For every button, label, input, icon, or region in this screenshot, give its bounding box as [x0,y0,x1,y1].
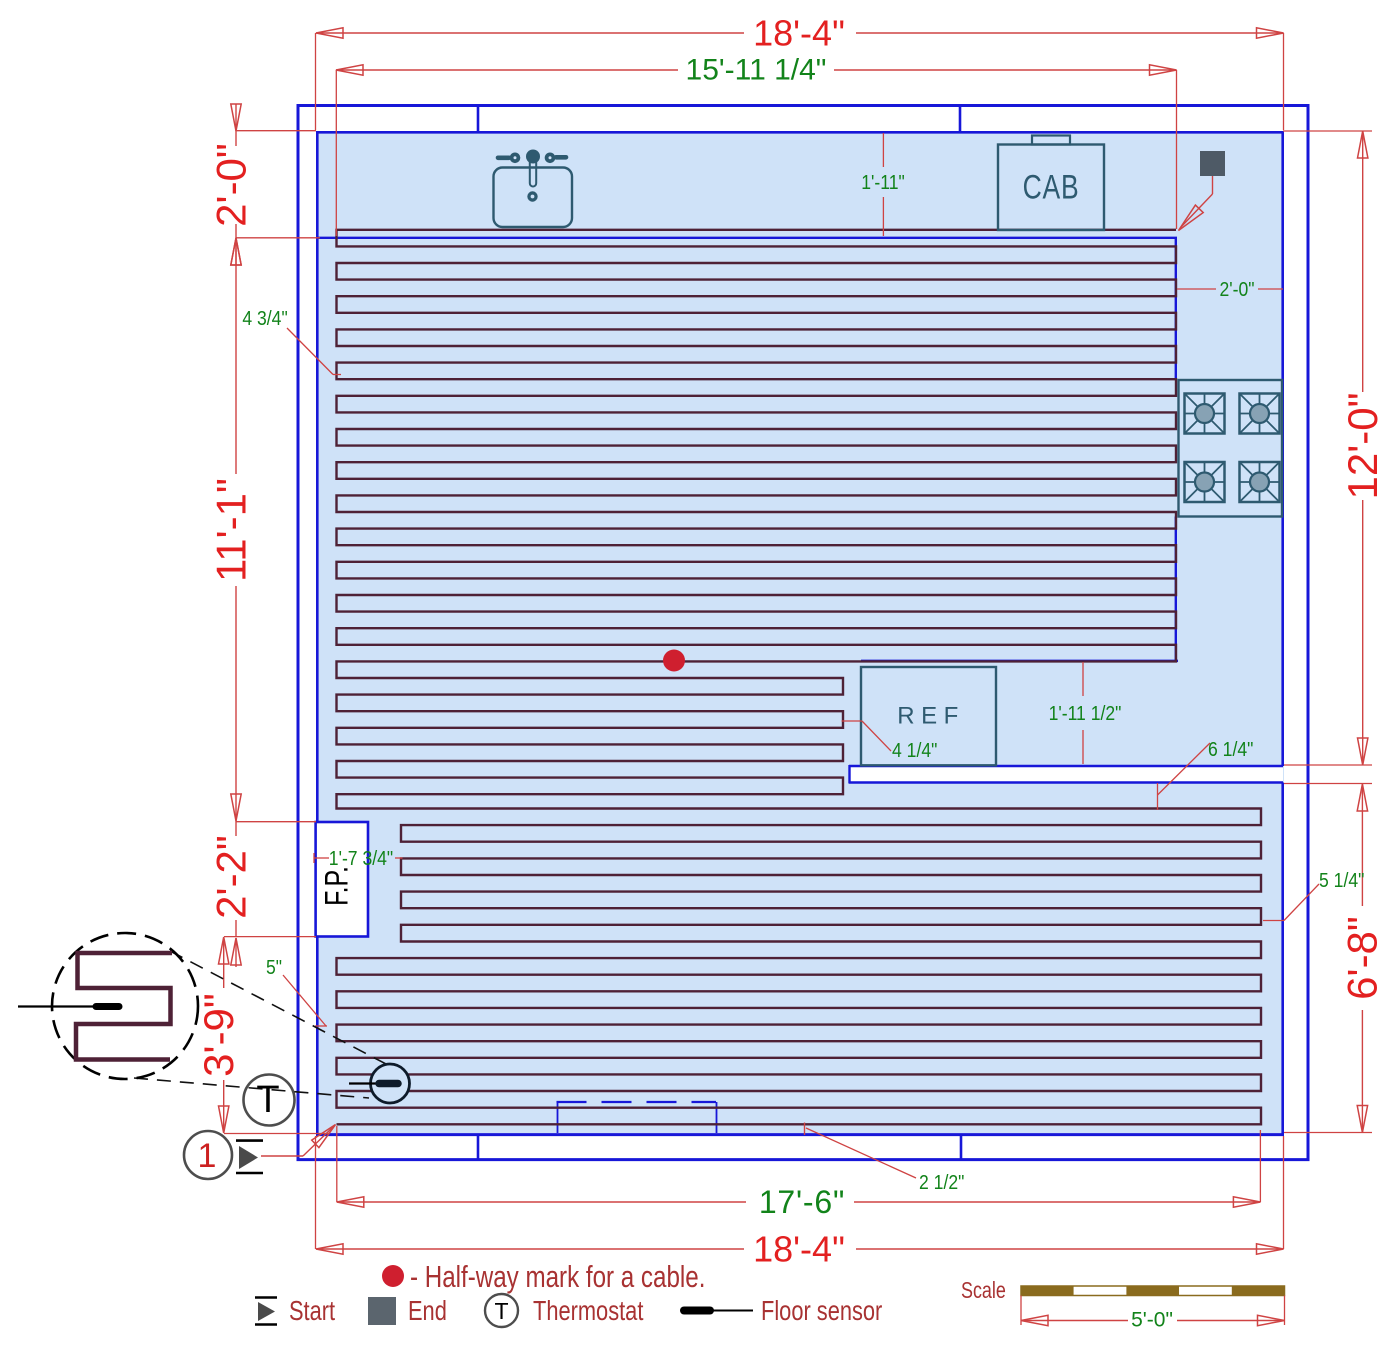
svg-text:4 3/4": 4 3/4" [242,307,287,329]
svg-text:5 1/4": 5 1/4" [1319,869,1364,891]
svg-text:End: End [408,1295,447,1326]
svg-text:3'-9": 3'-9" [195,993,242,1077]
svg-text:5'-0": 5'-0" [1131,1309,1173,1332]
svg-text:18'-4": 18'-4" [753,1229,845,1270]
svg-text:1'-11 1/2": 1'-11 1/2" [1049,702,1122,724]
svg-text:1'-11": 1'-11" [861,171,905,193]
svg-text:18'-4": 18'-4" [753,13,845,54]
svg-text:REF: REF [897,703,965,730]
svg-text:1'-7 3/4": 1'-7 3/4" [329,847,393,869]
svg-text:4 1/4": 4 1/4" [892,739,937,761]
svg-text:Thermostat: Thermostat [533,1295,643,1326]
svg-text:T: T [256,1079,279,1121]
svg-text:12'-0": 12'-0" [1339,393,1386,500]
svg-text:- Half-way mark for a cable.: - Half-way mark for a cable. [410,1259,705,1294]
svg-text:6 1/4": 6 1/4" [1208,738,1253,760]
svg-text:6'-8": 6'-8" [1339,916,1386,1000]
svg-text:2'-0": 2'-0" [1219,278,1254,300]
svg-text:1: 1 [198,1137,217,1175]
svg-text:5": 5" [266,956,282,978]
svg-text:15'-11 1/4": 15'-11 1/4" [686,54,827,87]
svg-text:11'-1": 11'-1" [208,478,255,582]
svg-text:Start: Start [289,1295,335,1326]
svg-text:F.P.: F.P. [320,866,356,906]
svg-text:T: T [494,1298,508,1324]
svg-text:17'-6": 17'-6" [759,1184,845,1220]
svg-text:2'-0": 2'-0" [208,143,255,227]
svg-text:2 1/2": 2 1/2" [919,1171,964,1193]
svg-text:Scale: Scale [961,1278,1006,1304]
svg-text:Floor sensor: Floor sensor [761,1295,882,1326]
svg-text:2'-2": 2'-2" [208,835,255,919]
svg-text:CAB: CAB [1023,168,1080,206]
